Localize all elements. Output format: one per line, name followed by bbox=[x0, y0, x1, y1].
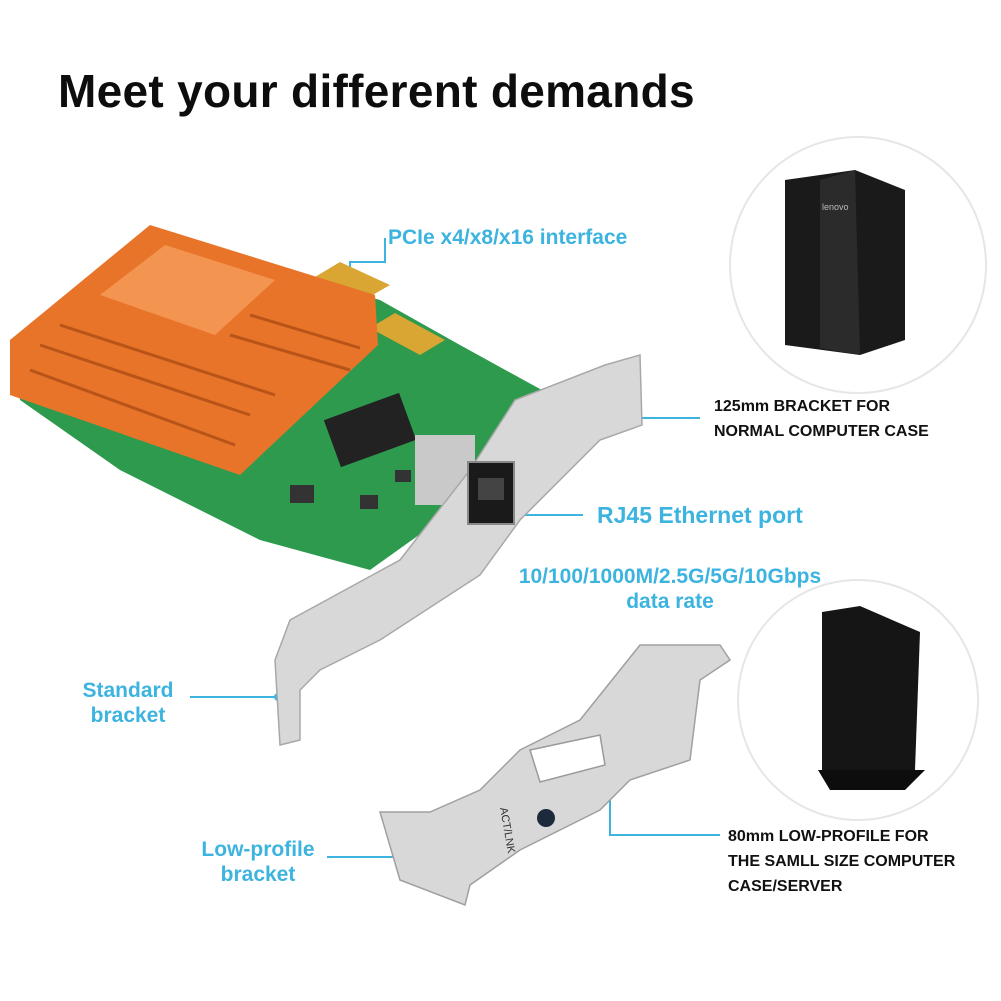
chip-small-3 bbox=[395, 470, 411, 482]
heatsink bbox=[10, 225, 378, 475]
data-rate-line-1: 10/100/1000M/2.5G/5G/10Gbps bbox=[518, 565, 822, 588]
standard-bracket-label: Standard bracket bbox=[63, 678, 193, 728]
rj45-socket bbox=[478, 478, 504, 500]
data-rate-line-2: data rate bbox=[626, 590, 714, 613]
low-profile-window bbox=[529, 734, 606, 783]
chip-small-2 bbox=[360, 495, 378, 509]
low-profile-line-2: bracket bbox=[220, 863, 296, 886]
rj45-port-label: RJ45 Ethernet port bbox=[597, 502, 803, 528]
normal-case-line-1: 125mm BRACKET FOR bbox=[714, 398, 891, 415]
normal-case-line-2: NORMAL COMPUTER CASE bbox=[714, 423, 929, 440]
small-case-line-3: CASE/SERVER bbox=[728, 878, 843, 895]
normal-case-note: 125mm BRACKET FOR NORMAL COMPUTER CASE bbox=[714, 394, 929, 444]
pcie-connector-lower bbox=[370, 313, 445, 355]
standard-bracket-line-2: bracket bbox=[90, 704, 166, 727]
tower-pc-front bbox=[820, 170, 860, 355]
standard-bracket-line-1: Standard bbox=[82, 679, 174, 702]
page-title: Meet your different demands bbox=[58, 65, 695, 117]
network-chip bbox=[323, 392, 417, 468]
standard-bracket bbox=[274, 354, 643, 746]
heatsink-fins bbox=[29, 313, 361, 447]
data-rate-label: 10/100/1000M/2.5G/5G/10Gbps data rate bbox=[485, 564, 855, 614]
small-case-line-1: 80mm LOW-PROFILE FOR bbox=[728, 828, 929, 845]
small-case-note: 80mm LOW-PROFILE FOR THE SAMLL SIZE COMP… bbox=[728, 824, 955, 899]
low-profile-bracket-label: Low-profile bracket bbox=[188, 837, 328, 887]
small-pc-circle bbox=[737, 579, 979, 821]
small-case-line-2: THE SAMLL SIZE COMPUTER bbox=[728, 853, 956, 870]
pcie-interface-label: PCIe x4/x8/x16 interface bbox=[388, 226, 628, 249]
chip-small-1 bbox=[290, 485, 314, 503]
low-profile-line-1: Low-profile bbox=[201, 838, 315, 861]
heatsink-top bbox=[100, 245, 275, 335]
act-lnk-led bbox=[537, 809, 555, 827]
network-card bbox=[10, 225, 643, 746]
normal-pc-circle: lenovo bbox=[729, 136, 987, 394]
slim-pc-stand bbox=[818, 770, 925, 790]
low-profile-bracket-illustration: ACT/LNK bbox=[378, 644, 732, 907]
slim-pc-icon bbox=[822, 606, 920, 785]
pc-brand-logo: lenovo bbox=[822, 202, 849, 212]
